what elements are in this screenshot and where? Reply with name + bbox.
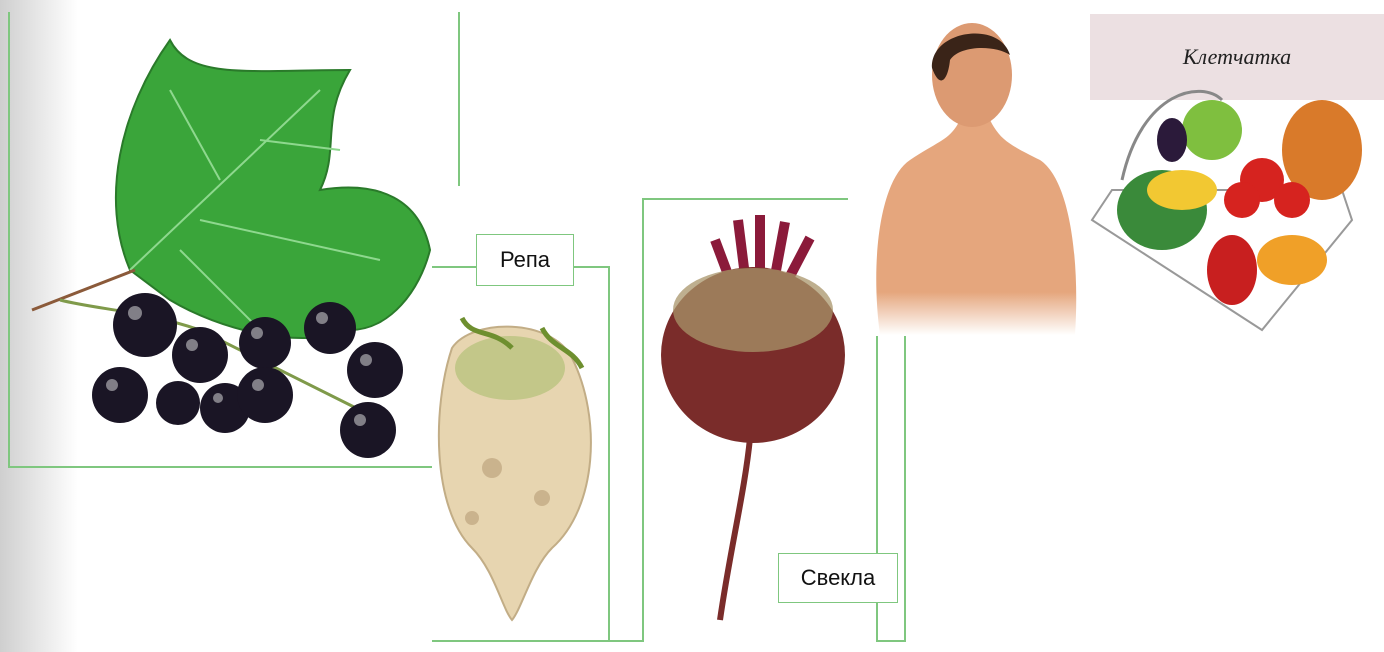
turnip-frame-bottom <box>432 640 644 642</box>
turnip-icon <box>432 308 602 624</box>
currant-frame-left <box>8 12 10 468</box>
currant-icon <box>20 30 440 470</box>
turnip-frame-right <box>608 266 610 642</box>
turnip-label: Репа <box>476 234 574 286</box>
beet-frame-left <box>642 198 644 642</box>
basket-icon <box>1092 80 1372 330</box>
beet-frame-right-outer <box>904 336 906 642</box>
person-icon <box>860 20 1085 335</box>
beet-frame-top <box>644 198 848 200</box>
turnip-frame-connector <box>432 266 476 268</box>
beet-icon <box>660 210 860 630</box>
beet-frame-bottom <box>876 640 906 642</box>
currant-frame-right <box>458 12 460 186</box>
turnip-frame-top <box>572 266 610 268</box>
